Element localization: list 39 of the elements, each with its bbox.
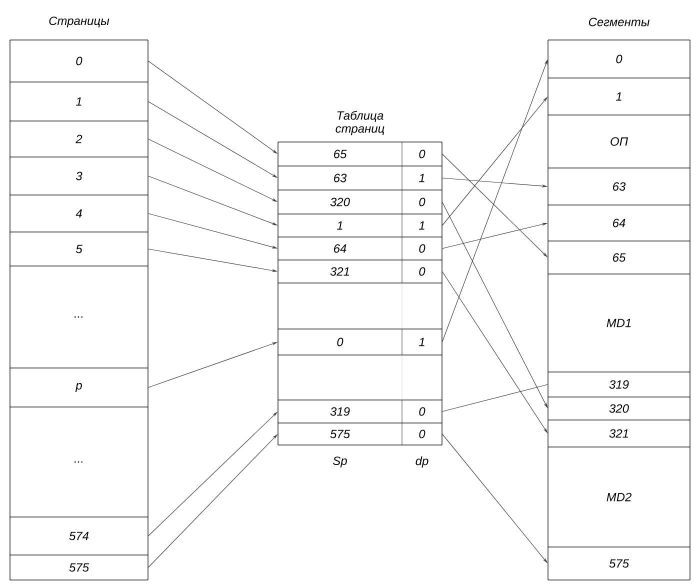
table-row: 321 0 <box>278 260 442 284</box>
page-cell: 575 <box>10 554 148 580</box>
table-row: 64 0 <box>278 236 442 260</box>
page-cell: 4 <box>10 194 148 232</box>
segment-cell: 1 <box>548 78 690 116</box>
column-label: Sp <box>333 456 347 468</box>
segment-cell: 63 <box>548 168 690 206</box>
page-cell: 1 <box>10 82 148 122</box>
node-label: Страницы <box>49 16 110 28</box>
page-cell: 574 <box>10 516 148 556</box>
empty-table-row <box>278 282 442 330</box>
segment-cell: 65 <box>548 240 690 274</box>
page-cell: p <box>10 368 148 408</box>
page-cell: ... <box>10 266 148 368</box>
table-row: 320 0 <box>278 190 442 214</box>
table-row: 575 0 <box>278 422 442 446</box>
page-cell: 0 <box>10 40 148 82</box>
page-cell: 2 <box>10 120 148 158</box>
segment-cell: 0 <box>548 40 690 78</box>
node-label: Таблица страниц <box>336 110 384 136</box>
table-row: 1 1 <box>278 214 442 238</box>
table-row: 65 0 <box>278 142 442 166</box>
column-label: dp <box>416 456 428 468</box>
segment-cell: 575 <box>548 546 690 580</box>
segment-cell: 321 <box>548 420 690 448</box>
segment-cell: MD2 <box>548 446 690 548</box>
page-cell: ... <box>10 406 148 518</box>
node-label: Сегменты <box>588 18 650 26</box>
segment-cell: 64 <box>548 204 690 242</box>
table-row: 319 0 <box>278 400 442 424</box>
segment-cell: 320 <box>548 396 690 420</box>
segment-cell: MD1 <box>548 274 690 372</box>
segment-cell: 319 <box>548 372 690 398</box>
table-row: 0 1 <box>278 328 442 356</box>
segment-cell: ОП <box>548 114 690 168</box>
table-row: 63 1 <box>278 166 442 190</box>
empty-table-row <box>278 354 442 400</box>
page-cell: 3 <box>10 156 148 196</box>
page-cell: 5 <box>10 232 148 266</box>
